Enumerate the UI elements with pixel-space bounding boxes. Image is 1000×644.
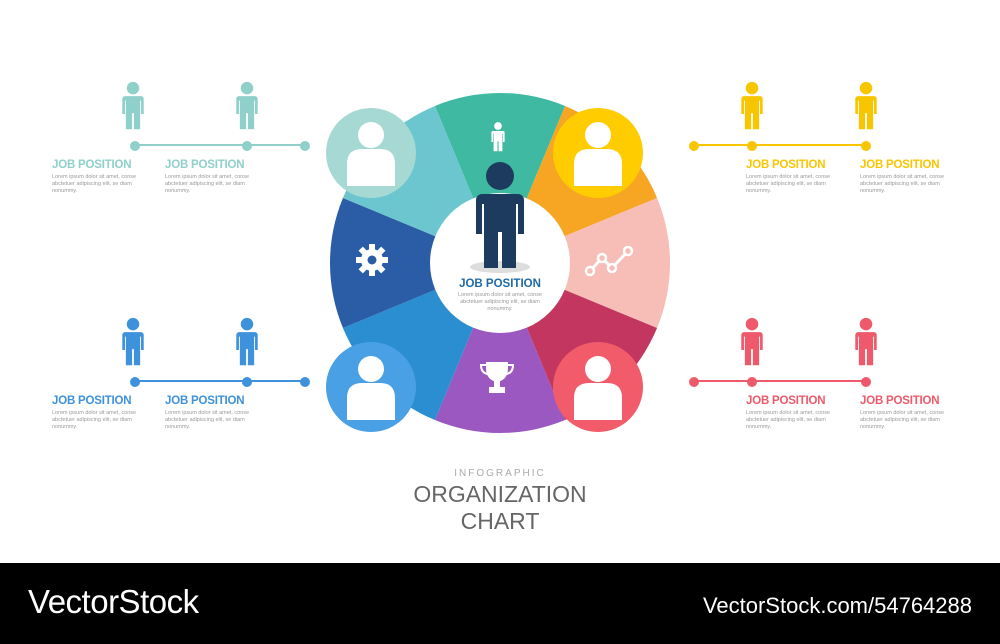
corner-circle-bottom-left	[326, 342, 416, 432]
connector-dot	[861, 141, 871, 151]
avatar-body-icon	[347, 149, 395, 186]
wedge-left	[330, 197, 500, 329]
connector-dot	[242, 377, 252, 387]
connector-line	[694, 380, 866, 382]
avatar-body-icon	[574, 149, 622, 186]
job-position-desc: Lorem ipsum dolor sit amet, conse abctet…	[860, 410, 945, 430]
avatar-head-icon	[358, 356, 384, 382]
connector-dot	[747, 141, 757, 151]
person-shape	[122, 317, 144, 366]
person-icon	[122, 317, 144, 366]
title-line1: ORGANIZATION	[413, 481, 587, 507]
connector-dot	[689, 141, 699, 151]
connector-dot	[130, 377, 140, 387]
title-line2: CHART	[460, 508, 540, 534]
person-shape	[741, 317, 763, 366]
wedge-icons	[356, 122, 634, 393]
brand-logo[interactable]: VectorStock	[28, 583, 199, 620]
person-icon	[855, 81, 877, 130]
connector-dot	[861, 377, 871, 387]
job-position-desc: Lorem ipsum dolor sit amet, conse abctet…	[52, 174, 137, 194]
job-position-title: JOB POSITION	[860, 395, 940, 407]
avatar-head-icon	[585, 122, 611, 148]
job-position-title: JOB POSITION	[165, 395, 245, 407]
connector-dot	[300, 141, 310, 151]
person-shape	[236, 81, 258, 130]
connector-line	[135, 144, 305, 146]
person-shape	[855, 81, 877, 130]
connector-dot	[242, 141, 252, 151]
wedge-bottom	[434, 263, 566, 434]
avatar-body-icon	[574, 383, 622, 420]
job-position-desc: Lorem ipsum dolor sit amet, conse abctet…	[860, 174, 945, 194]
org-wheel	[326, 92, 670, 434]
person-shape	[855, 317, 877, 366]
person-shape	[236, 317, 258, 366]
shadow	[470, 261, 530, 273]
center-title: JOB POSITION	[459, 278, 541, 290]
connector-dot	[300, 377, 310, 387]
connector-dot	[689, 377, 699, 387]
connector-line	[135, 380, 305, 382]
job-position-desc: Lorem ipsum dolor sit amet, conse abctet…	[746, 174, 831, 194]
person-icon	[236, 317, 258, 366]
gear-icon	[356, 244, 388, 276]
image-url: VectorStock.com/54764288	[702, 593, 972, 618]
job-position-desc: Lorem ipsum dolor sit amet, conse abctet…	[52, 410, 137, 430]
infographic-label: INFOGRAPHIC	[454, 468, 546, 479]
job-position-desc: Lorem ipsum dolor sit amet, conse abctet…	[165, 174, 250, 194]
job-position-title: JOB POSITION	[52, 395, 132, 407]
job-position-title: JOB POSITION	[746, 395, 826, 407]
corner-circle-bottom-right	[553, 342, 643, 432]
connector-line	[694, 144, 866, 146]
corner-circle-top-left	[326, 108, 416, 198]
center-person-icon	[476, 162, 524, 268]
job-position-title: JOB POSITION	[860, 159, 940, 171]
line-chart-icon	[584, 245, 634, 277]
avatar-head-icon	[585, 356, 611, 382]
footer-bar: VectorStock VectorStock.com/54764288	[0, 563, 1000, 644]
person-icon	[741, 317, 763, 366]
connector-dot	[130, 141, 140, 151]
wedge-right	[500, 197, 670, 329]
job-position-title: JOB POSITION	[165, 159, 245, 171]
person-icon	[741, 81, 763, 130]
corner-circle-top-right	[553, 108, 643, 198]
avatar-head-icon	[358, 122, 384, 148]
center-label: JOB POSITION Lorem ipsum dolor sit amet,…	[430, 278, 570, 313]
job-position-title: JOB POSITION	[52, 159, 132, 171]
person-icon	[491, 122, 505, 152]
person-icon	[122, 81, 144, 130]
job-position-title: JOB POSITION	[746, 159, 826, 171]
person-icon	[236, 81, 258, 130]
connector-dot	[747, 377, 757, 387]
person-icon	[855, 317, 877, 366]
job-position-desc: Lorem ipsum dolor sit amet, conse abctet…	[746, 410, 831, 430]
trophy-icon	[479, 362, 515, 393]
center-desc: Lorem ipsum dolor sit amet, conse abctet…	[457, 292, 543, 312]
person-shape	[741, 81, 763, 130]
avatar-body-icon	[347, 383, 395, 420]
person-shape	[122, 81, 144, 130]
job-position-desc: Lorem ipsum dolor sit amet, conse abctet…	[165, 410, 250, 430]
